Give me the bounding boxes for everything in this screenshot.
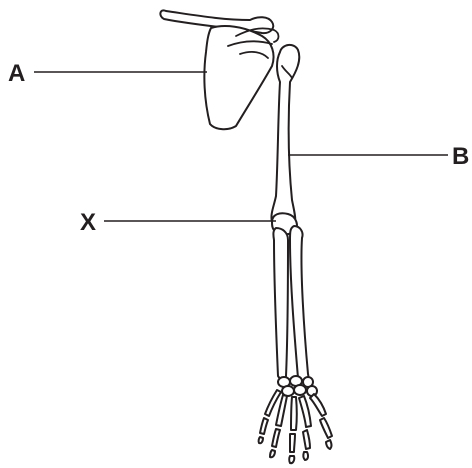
ulna <box>273 228 288 379</box>
label-x: X <box>80 209 96 236</box>
carpals <box>278 376 317 396</box>
radius <box>290 226 308 380</box>
label-a: A <box>8 60 25 87</box>
hand-bones <box>259 390 332 463</box>
label-b: B <box>452 143 469 170</box>
